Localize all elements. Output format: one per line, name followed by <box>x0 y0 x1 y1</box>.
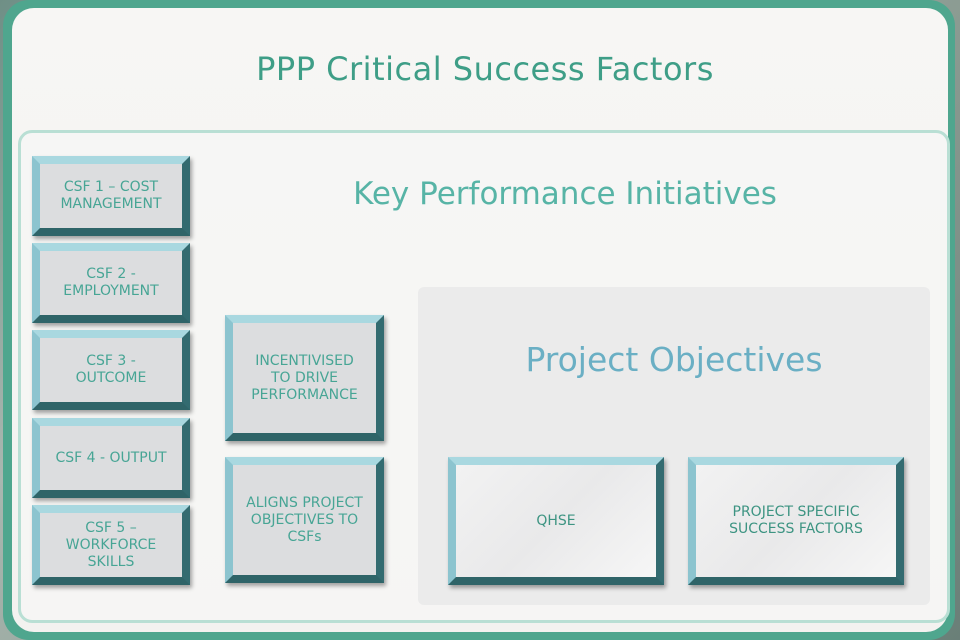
csf-4-box: CSF 4 - OUTPUT <box>32 418 190 498</box>
kpi-title: Key Performance Initiatives <box>353 176 777 212</box>
page-title: PPP Critical Success Factors <box>256 50 714 88</box>
kpi-aligns-objectives-box: ALIGNS PROJECT OBJECTIVES TO CSFs <box>225 457 384 583</box>
project-objectives-title: Project Objectives <box>525 340 823 379</box>
csf-3-box: CSF 3 - OUTCOME <box>32 330 190 410</box>
csf-5-box: CSF 5 – WORKFORCE SKILLS <box>32 505 190 585</box>
project-specific-success-factors-box: PROJECT SPECIFIC SUCCESS FACTORS <box>688 457 904 585</box>
csf-2-box: CSF 2 - EMPLOYMENT <box>32 243 190 323</box>
kpi-incentivised-box: INCENTIVISED TO DRIVE PERFORMANCE <box>225 315 384 441</box>
csf-1-box: CSF 1 – COST MANAGEMENT <box>32 156 190 236</box>
qhse-box: QHSE <box>448 457 664 585</box>
